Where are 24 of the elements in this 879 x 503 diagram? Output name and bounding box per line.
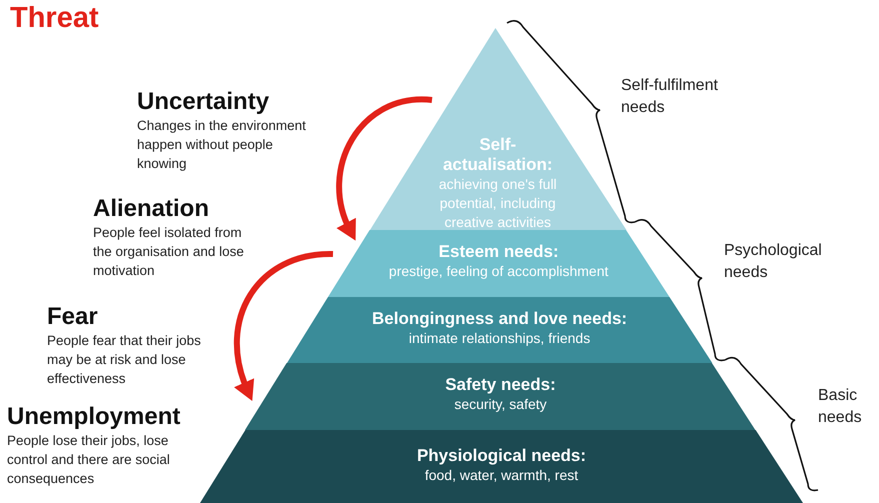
level-heading: Belongingness and love needs: [371,309,628,329]
bracket-label: Psychological needs [724,241,823,283]
threat-description: People feel isolated from the organisation and lose motivation [93,224,245,280]
threat-heading: Alienation [93,195,210,223]
curved-arrow [234,251,334,402]
threat-heading: Uncertainty [137,88,270,116]
threat-description: Changes in the environment happen without people knowing [137,117,307,173]
level-description: achieving one's full potential, including creative activities [438,175,558,232]
threat-description: People lose their jobs, lose control and there are social consequences [7,432,171,488]
threat-heading: Unemployment [7,403,180,431]
level-description: security, safety [453,395,548,414]
threat-heading: Fear [47,303,98,331]
level-description: prestige, feeling of accomplishment [388,262,610,281]
diagram-title: Threat [10,2,99,35]
level-description: food, water, warmth, rest [424,466,580,485]
level-heading: Safety needs: [444,375,557,395]
level-description: intimate relationships, friends [408,329,592,348]
bracket-label: Basic needs [818,386,863,428]
curved-arrow [336,96,432,242]
level-heading: Physiological needs: [416,446,588,466]
bracket-label: Self-fulfilment needs [621,76,719,118]
threat-description: People fear that their jobs may be at risk and lose effectiveness [47,332,202,388]
level-heading: Self-actualisation: [442,135,554,175]
level-heading: Esteem needs: [438,242,560,262]
